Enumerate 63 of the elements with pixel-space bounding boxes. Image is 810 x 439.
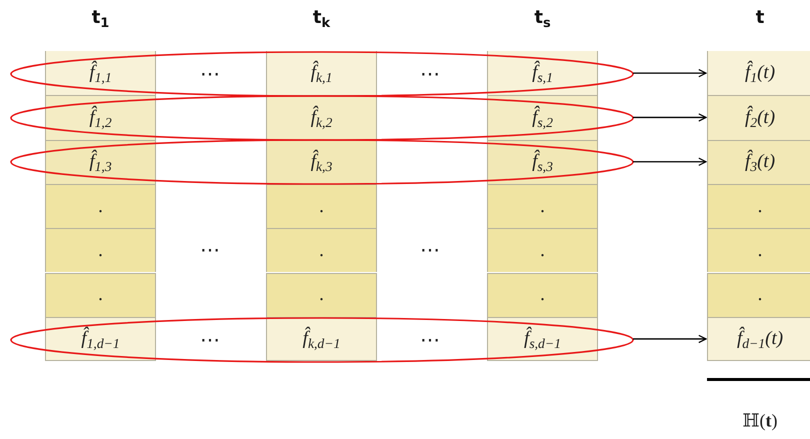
math-expression: f̂$_{1,3}$ xyxy=(89,151,112,174)
table-cell xyxy=(487,272,598,317)
dot: . xyxy=(98,196,103,218)
math-expression: f̂$_{s,d−1}$ xyxy=(524,328,561,350)
column-heading: t$_{s}$ xyxy=(487,6,598,30)
ellipsis: ⋯ xyxy=(200,328,220,352)
table-cell xyxy=(707,95,810,140)
math-expression: f̂$_{2}$(t) xyxy=(744,106,776,129)
ellipsis: ⋯ xyxy=(420,238,440,262)
table-cell xyxy=(707,140,810,184)
table-cell xyxy=(707,272,810,317)
column-heading: t$_{k}$ xyxy=(266,6,377,30)
dot: . xyxy=(98,284,103,306)
ellipsis: ⋯ xyxy=(200,62,220,86)
dot: . xyxy=(540,196,545,218)
math-expression: f̂$_{d−1}$(t) xyxy=(736,328,784,350)
math-expression: f̂$_{1,2}$ xyxy=(89,106,112,129)
table-cell xyxy=(45,184,156,228)
math-expression: f̂$_{1,d−1}$ xyxy=(81,328,120,350)
table-cell xyxy=(707,316,810,362)
table-cell xyxy=(266,228,377,272)
table-cell xyxy=(707,184,810,228)
table-cell xyxy=(45,272,156,317)
hilbert-space-label: ℍ(t) xyxy=(742,410,778,432)
dot: . xyxy=(319,284,324,306)
math-expression: f̂$_{k,1}$ xyxy=(310,62,332,84)
ellipse-outline xyxy=(10,317,634,363)
dot: . xyxy=(758,196,762,218)
math-expression: f̂$_{k,2}$ xyxy=(310,106,332,129)
table-cell xyxy=(707,51,810,96)
dot: . xyxy=(319,240,324,262)
dot: . xyxy=(540,284,545,306)
ellipsis: ⋯ xyxy=(420,62,440,86)
math-expression: f̂$_{k,d−1}$ xyxy=(302,328,340,350)
table-cell xyxy=(266,184,377,228)
table-cell xyxy=(487,184,598,228)
table-cell xyxy=(707,228,810,272)
table-cell xyxy=(266,272,377,317)
dot: . xyxy=(758,284,762,306)
ellipse-outline xyxy=(10,139,634,185)
column-heading: t$_{1}$ xyxy=(45,6,156,30)
math-expression: f̂$_{k,3}$ xyxy=(310,151,332,174)
dot: . xyxy=(540,240,545,262)
dot: . xyxy=(758,240,762,262)
math-expression: f̂$_{s,2}$ xyxy=(532,106,553,129)
ellipsis: ⋯ xyxy=(420,328,440,352)
dot: . xyxy=(98,240,103,262)
table-cell xyxy=(487,228,598,272)
arrow xyxy=(633,334,707,344)
arrow xyxy=(633,68,707,78)
math-expression: f̂$_{s,3}$ xyxy=(532,151,553,174)
ellipse-outline xyxy=(10,95,634,141)
arrow xyxy=(633,158,707,166)
ellipse-outline xyxy=(10,51,634,97)
column-heading: t xyxy=(707,6,810,30)
math-expression: f̂$_{1,1}$ xyxy=(89,62,112,84)
ellipsis: ⋯ xyxy=(200,238,220,262)
table-cell xyxy=(45,228,156,272)
arrow xyxy=(633,113,707,122)
math-expression: f̂$_{s,1}$ xyxy=(532,62,553,84)
dot: . xyxy=(319,196,324,218)
math-expression: f̂$_{3}$(t) xyxy=(744,151,776,174)
math-expression: f̂$_{1}$(t) xyxy=(744,62,776,84)
